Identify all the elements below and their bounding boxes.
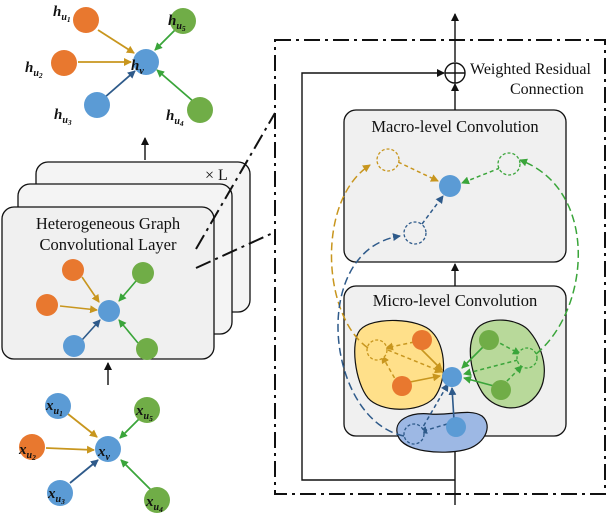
node-bottom-u4 xyxy=(144,487,170,513)
edge-layer-u3 xyxy=(81,319,101,341)
node-bottom-u3 xyxy=(47,480,73,506)
layer-title-line2: Convolutional Layer xyxy=(39,235,177,254)
micro-node-blue-right xyxy=(446,417,466,437)
residual-skip-line xyxy=(301,69,455,481)
micro-node-green-agg xyxy=(516,347,538,369)
detail-frame xyxy=(274,39,606,495)
group-orange-blob xyxy=(354,319,445,410)
layer-title-line1: Heterogeneous Graph xyxy=(36,214,181,233)
micro-solid-g2 xyxy=(463,375,495,387)
macro-node-orange xyxy=(376,148,400,172)
edge-top-u3 xyxy=(103,70,136,99)
label-bottom-u4: xu4 xyxy=(145,494,163,514)
macro-edge-orange xyxy=(397,161,439,182)
detail-panel: Weighted Residual Connection Macro-level… xyxy=(274,13,606,505)
edge-top-u1 xyxy=(97,29,135,54)
macro-title: Macro-level Convolution xyxy=(371,117,538,136)
node-top-u2 xyxy=(51,50,77,76)
node-layer-u5 xyxy=(132,262,154,284)
node-bottom-u2 xyxy=(19,434,45,460)
zoom-line-upper xyxy=(195,112,276,250)
edge-top-u5 xyxy=(154,27,178,51)
edge-layer-u5 xyxy=(118,280,137,302)
node-bottom-u1 xyxy=(45,393,71,419)
micro-edge-g2 xyxy=(501,365,523,387)
edge-layer-u4 xyxy=(118,319,139,344)
label-bottom-u5: xu5 xyxy=(135,403,153,423)
micro-edge-b1 xyxy=(419,421,455,434)
micro-node-center xyxy=(442,367,462,387)
micro-edge-b2 xyxy=(419,383,449,433)
label-top-u4: hu4 xyxy=(166,108,184,128)
node-layer-u4 xyxy=(136,338,158,360)
macro-node-green xyxy=(497,152,521,176)
macro-edge-blue xyxy=(421,195,444,225)
zoom-line-lower xyxy=(195,231,276,269)
curve-orange xyxy=(330,164,371,349)
node-top-v xyxy=(133,49,159,75)
label-bottom-u3: xu3 xyxy=(47,486,65,506)
bottom-graph: xu1 xu2 xu3 xu4 xu5 xv xyxy=(18,393,170,514)
micro-edge-o3 xyxy=(387,349,443,374)
micro-node-orange-agg xyxy=(366,339,388,361)
micro-node-orange-top xyxy=(412,330,432,350)
top-graph: hu1 hu2 hu3 hu4 hu5 hv xyxy=(25,4,213,128)
edge-bottom-u1 xyxy=(67,413,98,438)
micro-node-green-bottom xyxy=(491,380,511,400)
edge-layer-u1 xyxy=(81,276,100,303)
node-layer-u3 xyxy=(63,335,85,357)
layer-card-front xyxy=(1,206,215,360)
micro-edge-g1 xyxy=(493,339,521,355)
edge-layer-u2 xyxy=(59,305,98,314)
repeat-label: × L xyxy=(205,167,228,184)
curve-green xyxy=(519,158,579,355)
node-bottom-u5 xyxy=(134,397,160,423)
label-bottom-v: xv xyxy=(97,444,111,463)
node-top-u1 xyxy=(73,7,99,33)
node-layer-u2 xyxy=(36,294,58,316)
micro-edge-o1 xyxy=(385,341,415,351)
macro-node-center xyxy=(439,175,461,197)
edge-bottom-u4 xyxy=(120,459,152,491)
micro-to-macro-curves xyxy=(330,158,579,437)
label-bottom-u1: xu1 xyxy=(45,398,63,418)
node-layer-u1 xyxy=(62,259,84,281)
zoom-connectors xyxy=(195,112,276,269)
micro-node-green-top xyxy=(479,330,499,350)
layer-stack: × L Heterogeneous Graph Convolutional La… xyxy=(1,161,251,360)
label-bottom-u2: xu2 xyxy=(18,442,36,462)
label-top-u3: hu3 xyxy=(54,107,72,127)
micro-solid-b1 xyxy=(448,387,457,421)
residual-label-line1: Weighted Residual xyxy=(470,61,591,78)
micro-solid-g1 xyxy=(461,343,487,369)
micro-edges xyxy=(381,339,523,434)
micro-edge-o2 xyxy=(381,355,399,385)
macro-edges xyxy=(397,161,501,225)
edge-bottom-u5 xyxy=(119,418,140,439)
node-bottom-v xyxy=(95,436,121,462)
edge-bottom-u3 xyxy=(69,459,99,484)
curve-blue xyxy=(337,233,405,437)
micro-node-orange-bottom xyxy=(392,376,412,396)
label-top-u2: hu2 xyxy=(25,60,43,80)
micro-solid-o2 xyxy=(409,373,441,383)
edge-top-u4 xyxy=(156,69,195,103)
node-top-u3 xyxy=(84,92,110,118)
edge-bottom-u2 xyxy=(45,445,95,454)
micro-title: Micro-level Convolution xyxy=(373,291,538,310)
residual-label-line2: Connection xyxy=(510,81,584,98)
node-layer-v xyxy=(98,300,120,322)
label-top-u1: hu1 xyxy=(53,4,71,24)
node-top-u4 xyxy=(187,97,213,123)
label-top-u5: hu5 xyxy=(168,13,186,33)
label-top-v: hv xyxy=(131,58,144,77)
macro-node-blue xyxy=(403,221,427,245)
micro-edge-g3 xyxy=(463,359,519,377)
node-top-u5 xyxy=(170,8,196,34)
micro-node-blue-agg xyxy=(403,423,425,445)
